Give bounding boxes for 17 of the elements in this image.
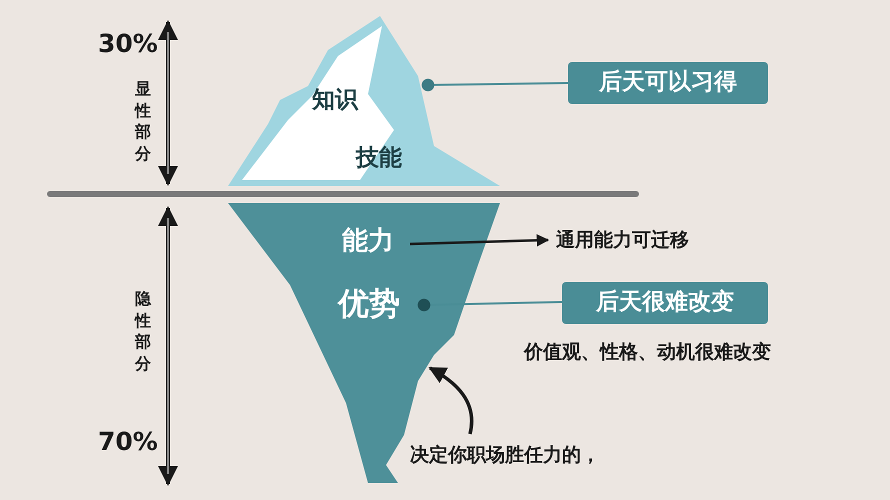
- label-tag: 后天很难改变: [562, 282, 768, 324]
- iceberg-text: 优势: [324, 281, 414, 327]
- iceberg-text: 知识: [312, 88, 358, 114]
- iceberg-text: 技能: [356, 146, 402, 172]
- note-text: 通用能力可迁移: [556, 224, 736, 256]
- arrow: [410, 234, 550, 247]
- leader-line: [418, 298, 562, 312]
- section-label: 隐性部分: [135, 288, 151, 374]
- note-text: 决定你职场胜任力的，: [410, 438, 640, 472]
- percentage-label: 30%: [98, 30, 158, 58]
- section-label: 显性部分: [135, 78, 151, 164]
- note-text: 价值观、性格、动机很难改变: [524, 342, 771, 363]
- label-tag: 后天可以习得: [568, 62, 768, 104]
- iceberg-text: 能力: [328, 221, 408, 261]
- leader-line: [422, 78, 568, 92]
- percentage-label: 70%: [98, 428, 158, 456]
- arrow: [428, 366, 474, 434]
